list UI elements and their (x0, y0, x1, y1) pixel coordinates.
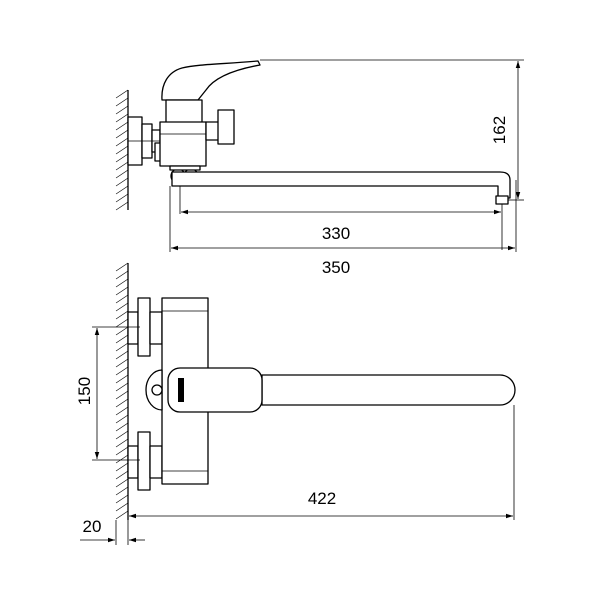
reach-dimension-label: 422 (308, 489, 336, 508)
spout-dimension-label: 330 (322, 224, 350, 243)
eccentric-lower (127, 431, 163, 491)
total-dimension-label: 350 (322, 258, 350, 277)
diverter-knob (205, 109, 235, 145)
top-view: 150 422 20 (75, 262, 516, 545)
eccentric-spacing-label: 150 (75, 377, 94, 405)
height-dimension-label: 162 (490, 116, 509, 144)
wall-side (115, 89, 129, 211)
spout-side (171, 171, 511, 199)
spout-top (261, 374, 516, 406)
side-view: 162 330 350 (115, 59, 524, 277)
cartridge-cap (165, 99, 203, 125)
mixer-body-side (159, 121, 207, 167)
eccentric-upper (127, 297, 163, 357)
wall-offset-label: 20 (83, 517, 102, 536)
lever-handle-top (167, 367, 263, 413)
lever-handle-side (161, 60, 261, 101)
flange-side (127, 116, 164, 166)
wall-top (115, 262, 129, 520)
aerator (495, 195, 509, 205)
